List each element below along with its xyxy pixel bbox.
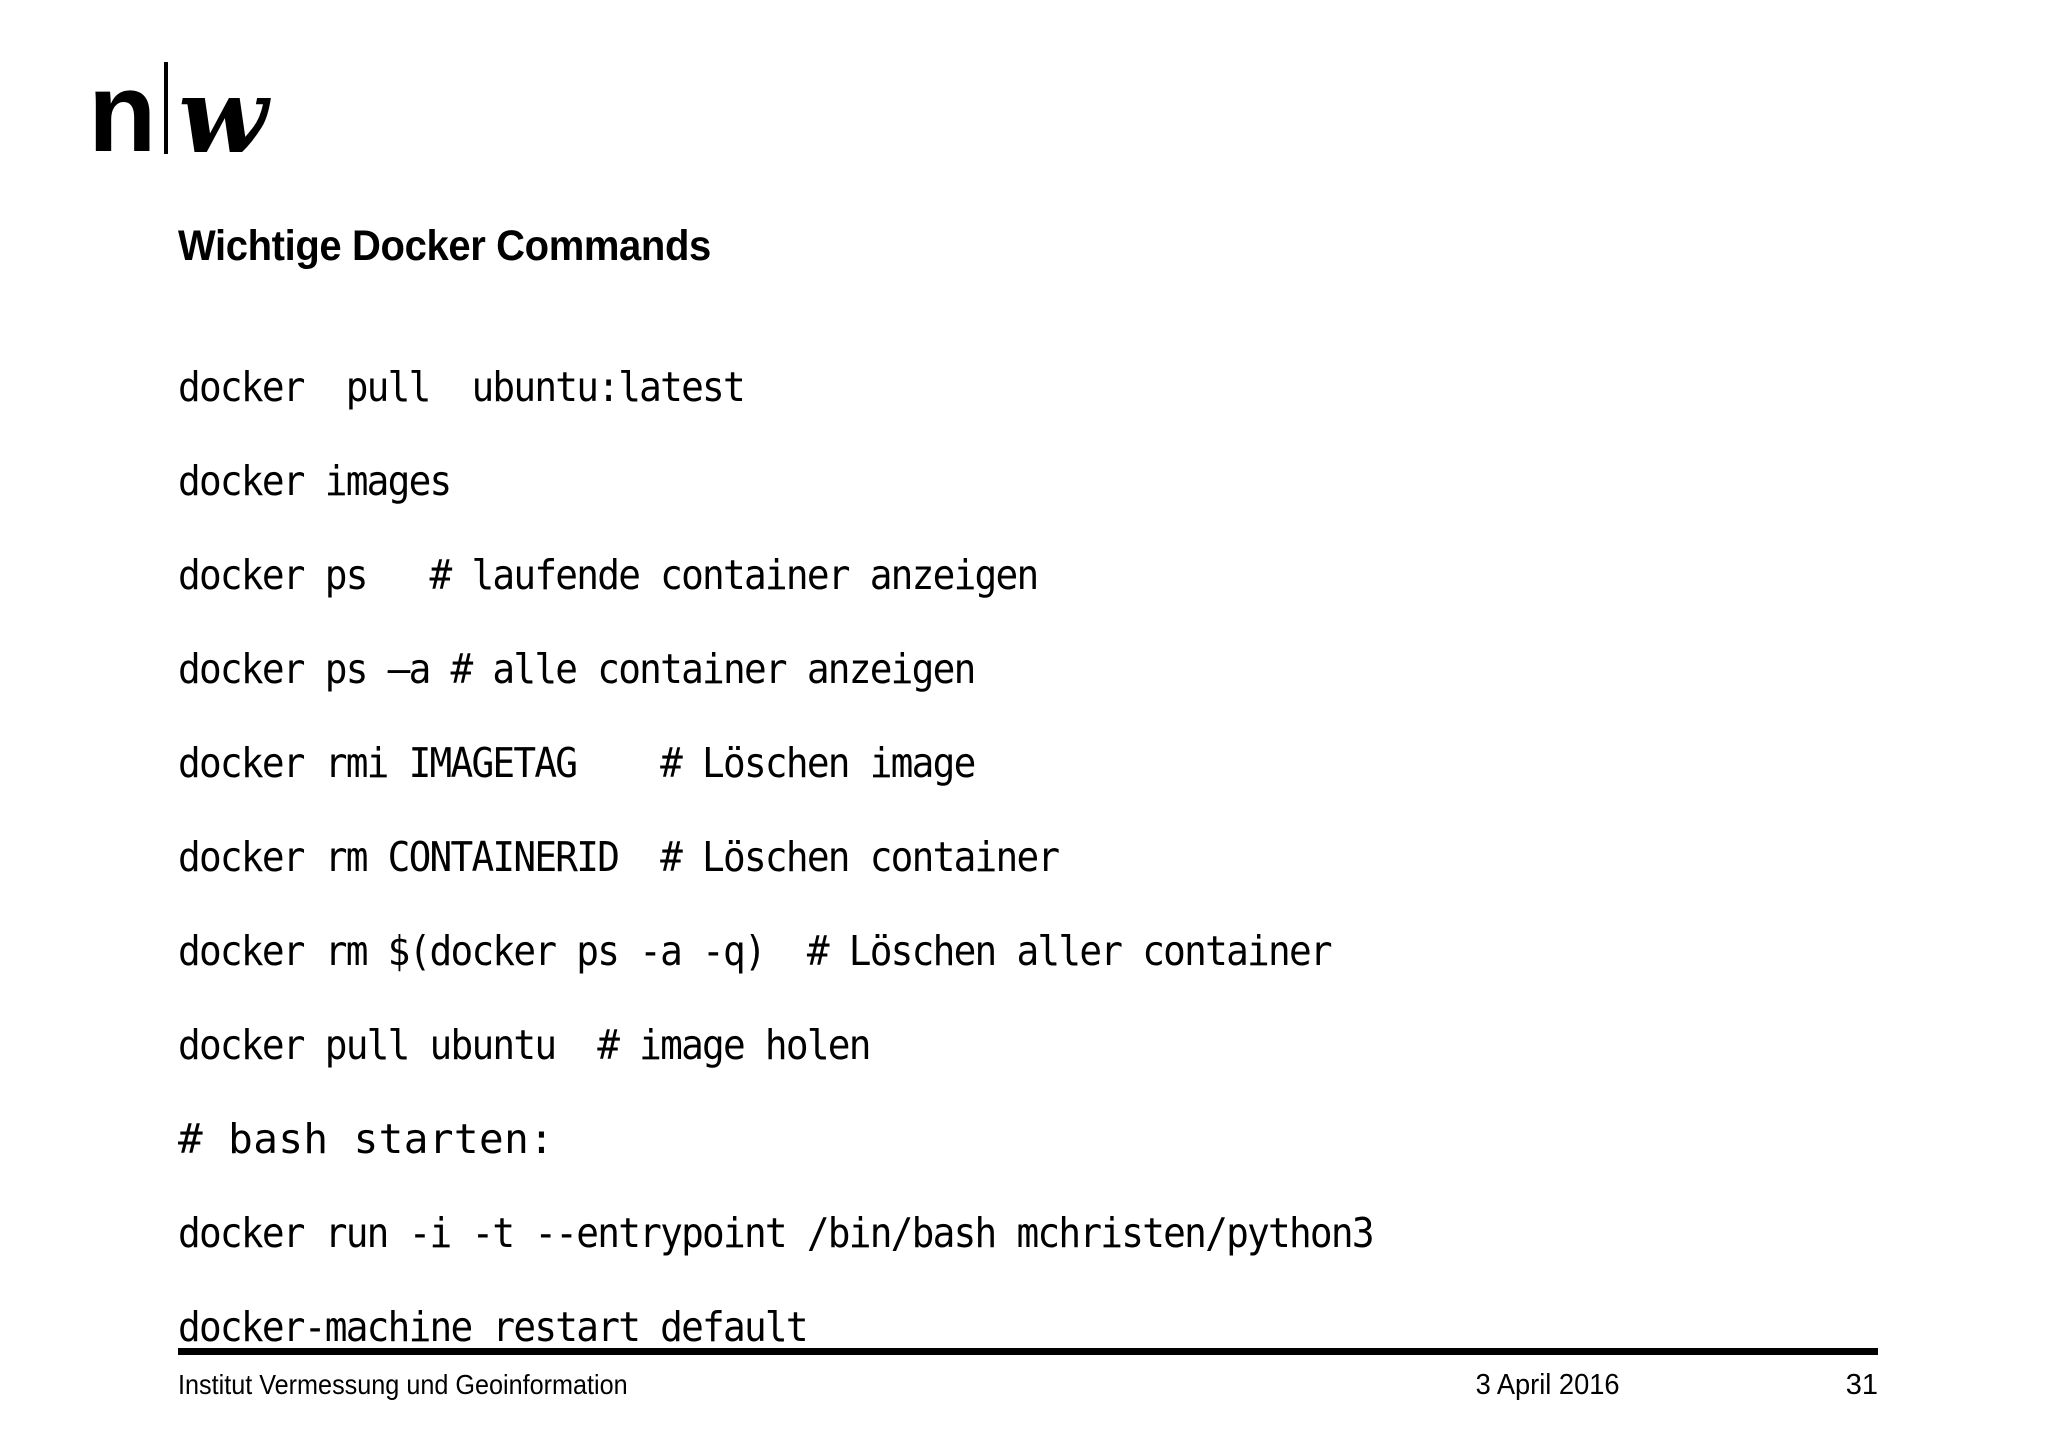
footer: Institut Vermessung und Geoinformation 3… [178, 1362, 1878, 1408]
code-line: docker images [178, 457, 452, 505]
logo-divider-bar [164, 62, 169, 154]
footer-institute: Institut Vermessung und Geoinformation [178, 1369, 628, 1400]
footer-divider [178, 1348, 1878, 1355]
logo-letter-n: n [88, 49, 156, 175]
code-line: docker rm CONTAINERID # Löschen containe… [178, 833, 1060, 881]
code-line: # bash starten: [178, 1115, 555, 1163]
code-line: docker pull ubuntu:latest [178, 363, 746, 411]
logo-letter-w: w [178, 53, 268, 177]
code-line: docker rmi IMAGETAG # Löschen image [178, 739, 976, 787]
page-title: Wichtige Docker Commands [178, 222, 711, 270]
code-listing: docker pull ubuntu:latest docker images … [178, 340, 1938, 1374]
code-line: docker rm $(docker ps -a -q) # Löschen a… [178, 927, 1333, 975]
code-line: docker pull ubuntu # image holen [178, 1021, 871, 1069]
code-line: docker ps # laufende container anzeigen [178, 551, 1039, 599]
footer-page-number: 31 [1845, 1368, 1878, 1401]
nw-logo: n w [88, 48, 268, 177]
code-line: docker-machine restart default [178, 1303, 809, 1351]
footer-date: 3 April 2016 [1475, 1368, 1620, 1401]
code-line: docker run -i -t --entrypoint /bin/bash … [178, 1209, 1375, 1257]
code-line: docker ps –a # alle container anzeigen [178, 645, 976, 693]
